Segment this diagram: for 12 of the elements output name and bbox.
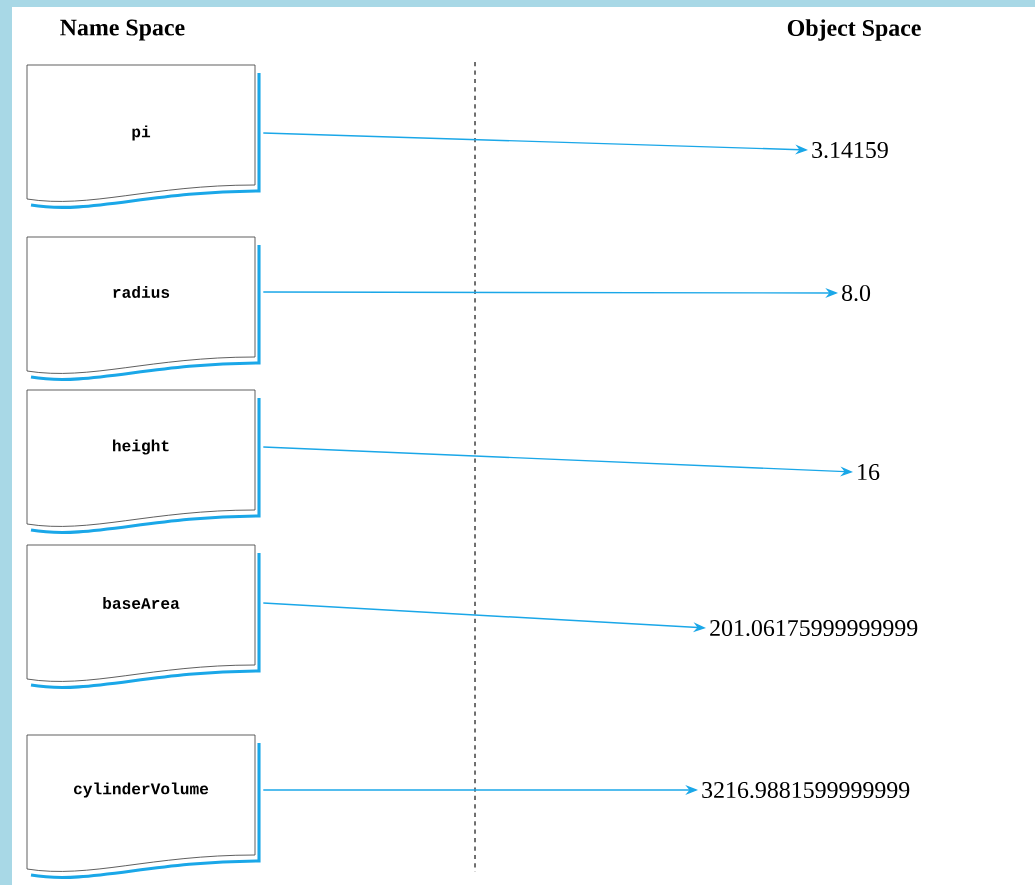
document-box: radius [26,236,261,381]
document-box: pi [26,64,261,209]
value-text: 3.14159 [812,141,888,159]
value-text: 16 [858,463,880,481]
document-box: baseArea [26,544,261,689]
column-heading: Name Space [60,19,185,41]
value-text: 3216.9881599999999 [702,781,910,799]
value-text: 201.06175999999999 [710,619,918,637]
column-heading: Object Space [787,19,921,41]
value-text: 8.0 [842,284,871,302]
document-box: cylinderVolume [26,734,261,879]
document-box: height [26,389,261,534]
